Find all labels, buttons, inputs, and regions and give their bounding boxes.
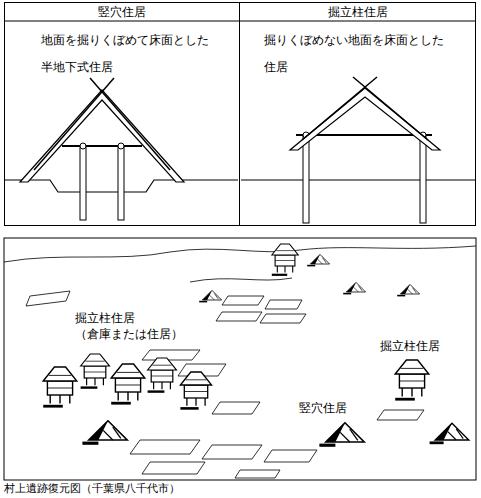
header-rule: [4, 21, 476, 22]
table-column: 竪穴住居地面を掘りくぼめて床面とした 半地下式住居: [4, 2, 240, 226]
map-label: 竪穴住居: [298, 400, 348, 416]
column-description: 地面を掘りくぼめて床面とした 半地下式住居: [41, 27, 221, 81]
map-label: 掘立柱住居 （倉庫または住居）: [74, 310, 191, 342]
table-column: 掘立柱住居掘りくぼめない地面を床面とした 住居: [239, 2, 476, 226]
map-label: 掘立柱住居: [379, 338, 441, 354]
pit-dwelling-section: [4, 78, 238, 220]
column-description: 掘りくぼめない地面を床面とした 住居: [264, 27, 456, 81]
figure-caption: 村上遺跡復元図（千葉県八千代市）: [4, 482, 180, 496]
village-map: [4, 246, 476, 478]
column-heading: 掘立柱住居: [240, 3, 475, 21]
village-buildings: [43, 244, 469, 447]
village-frame: [4, 238, 476, 480]
column-heading: 竪穴住居: [5, 3, 239, 21]
pillar-dwelling-section: [241, 77, 475, 223]
